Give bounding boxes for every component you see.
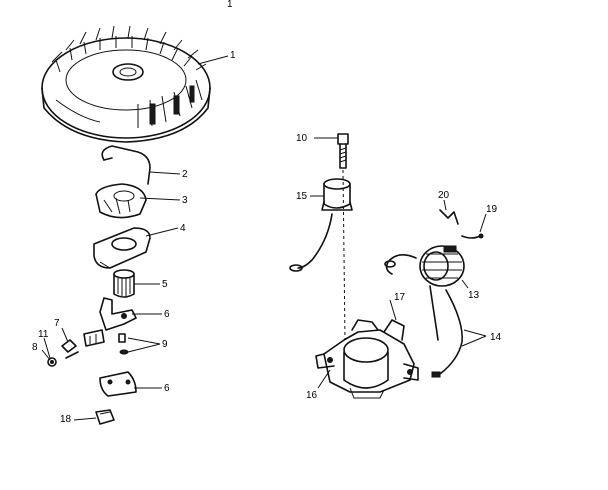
spring-clip: [101, 145, 151, 185]
assembly-centerline: [342, 169, 346, 341]
bolt: [337, 133, 349, 169]
callout-3: 3: [182, 195, 188, 206]
callout-5: 5: [162, 279, 168, 290]
point-plate-lower: [99, 371, 137, 397]
ignition-coil: [384, 245, 465, 341]
callout-19: 19: [486, 204, 498, 215]
callout-6-lower: 6: [164, 383, 170, 394]
bushing: [113, 269, 135, 298]
callout-top-mark: 1: [227, 0, 233, 10]
callout-17: 17: [394, 292, 406, 303]
screw-and-washer: [118, 333, 129, 355]
flywheel: [41, 25, 211, 143]
callout-16: 16: [306, 390, 318, 401]
callout-20: 20: [438, 190, 450, 201]
armature-base: [315, 319, 419, 399]
callout-14: 14: [490, 332, 502, 343]
callout-13: 13: [468, 290, 480, 301]
gasket-plate: [93, 227, 151, 269]
callout-8: 8: [32, 342, 38, 353]
callout-labels: 1 1 2 3 4 5 6 6 7 8 9 10 11 13 14 15 16 …: [32, 0, 502, 425]
callout-10: 10: [296, 133, 308, 144]
callout-2: 2: [182, 169, 188, 180]
lead-wire: [431, 289, 463, 378]
small-hardware: [47, 339, 79, 367]
terminal-block: [95, 409, 115, 425]
point-bracket-upper: [83, 297, 137, 347]
callout-11: 11: [38, 329, 49, 340]
callout-7: 7: [54, 318, 60, 329]
leader-lines: [41, 55, 487, 421]
callout-15: 15: [296, 191, 308, 202]
callout-6-upper: 6: [164, 309, 170, 320]
wires-19-20: [439, 209, 484, 239]
callout-1: 1: [230, 50, 236, 61]
callout-9: 9: [162, 339, 168, 350]
cover-cup: [95, 183, 147, 219]
callout-4: 4: [180, 223, 186, 234]
callout-18: 18: [60, 414, 72, 425]
